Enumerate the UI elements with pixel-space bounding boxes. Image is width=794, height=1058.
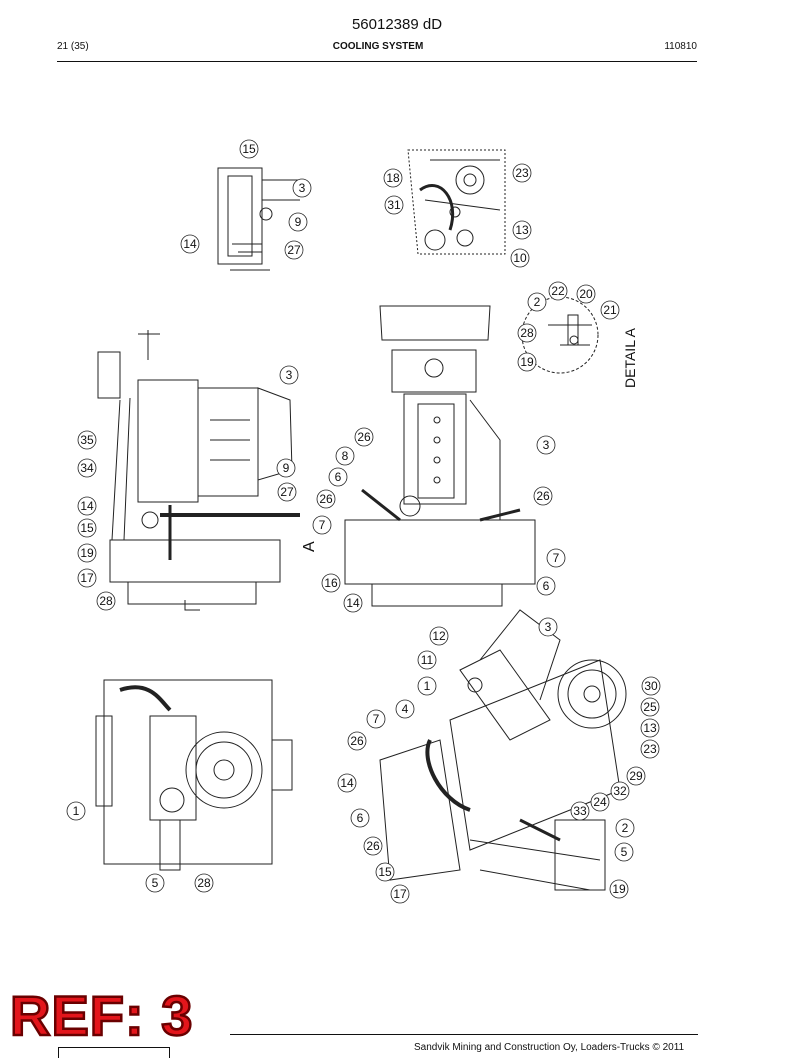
callout-number: 9 — [283, 461, 290, 475]
callout-number: 19 — [80, 546, 94, 560]
callout-number: 17 — [80, 571, 94, 585]
callout-number: 21 — [603, 303, 617, 317]
section-a-label: A — [301, 541, 318, 552]
callout-number: 15 — [242, 142, 256, 156]
section-title: COOLING SYSTEM — [332, 41, 424, 52]
detail-a-label: DETAIL A — [622, 327, 638, 388]
callout-number: 18 — [386, 171, 400, 185]
callout-number: 25 — [643, 700, 657, 714]
callout-number: 14 — [183, 237, 197, 251]
callout-number: 4 — [402, 702, 409, 716]
callout-number: 7 — [319, 518, 326, 532]
callout-number: 26 — [350, 734, 364, 748]
callout-number: 2 — [622, 821, 629, 835]
ref-stamp: REF: 3 — [9, 984, 194, 1047]
callout-number: 14 — [80, 499, 94, 513]
view-detail-a — [521, 296, 599, 374]
callout-number: 12 — [432, 629, 446, 643]
callout-number: 26 — [366, 839, 380, 853]
callout-number: 17 — [393, 887, 407, 901]
callout-number: 34 — [80, 461, 94, 475]
callout-number: 27 — [280, 485, 294, 499]
callout-number: 27 — [287, 243, 301, 257]
callout-balloons — [66, 139, 661, 904]
callout-number: 5 — [621, 845, 628, 859]
callout-number: 1 — [424, 679, 431, 693]
header-rule — [57, 61, 697, 62]
view-front — [95, 679, 293, 871]
callout-number: 8 — [342, 449, 349, 463]
view-side-middle — [344, 305, 536, 607]
document-number: 56012389 dD — [351, 16, 443, 33]
callout-number: 6 — [543, 579, 550, 593]
callout-number: 13 — [515, 223, 529, 237]
footer-rule — [230, 1034, 698, 1035]
callout-number: 3 — [286, 368, 293, 382]
callout-number: 6 — [335, 470, 342, 484]
callout-number: 28 — [520, 326, 534, 340]
callout-number: 3 — [543, 438, 550, 452]
callout-number: 9 — [295, 215, 302, 229]
cooling-system-drawing: 15 3 9 27 14 18 31 23 13 10 2 22 20 21 2… — [66, 139, 661, 904]
callout-number: 24 — [593, 795, 607, 809]
callout-number: 19 — [612, 882, 626, 896]
callout-number: 26 — [319, 492, 333, 506]
callout-number: 14 — [346, 596, 360, 610]
callout-number: 11 — [421, 653, 434, 667]
callout-number: 19 — [520, 355, 534, 369]
document-date: 110810 — [664, 41, 697, 52]
callout-number: 28 — [197, 876, 211, 890]
callout-number: 5 — [152, 876, 159, 890]
callout-number: 28 — [99, 594, 113, 608]
callout-number: 29 — [629, 769, 643, 783]
callout-number: 20 — [579, 287, 593, 301]
callout-number: 22 — [551, 284, 565, 298]
callout-number: 23 — [515, 166, 529, 180]
callout-number: 13 — [643, 721, 657, 735]
callout-number: 7 — [553, 551, 560, 565]
callout-number: 1 — [73, 804, 80, 818]
callout-number: 15 — [378, 865, 392, 879]
view-pump-detail — [407, 149, 506, 255]
callout-number: 10 — [513, 251, 527, 265]
callout-number: 14 — [340, 776, 354, 790]
callout-number: 7 — [373, 712, 380, 726]
callout-number: 32 — [613, 784, 627, 798]
callout-number: 26 — [357, 430, 371, 444]
callout-number: 35 — [80, 433, 94, 447]
view-expansion-tank — [217, 167, 300, 271]
callout-number: 15 — [80, 521, 94, 535]
callout-number: 3 — [545, 620, 552, 634]
view-isometric — [379, 609, 627, 891]
footer-copyright: Sandvik Mining and Construction Oy, Load… — [414, 1042, 685, 1053]
callout-number: 23 — [643, 742, 657, 756]
callout-number: 16 — [324, 576, 338, 590]
callout-number: 31 — [387, 198, 401, 212]
callout-number: 26 — [536, 489, 550, 503]
callout-number: 2 — [534, 295, 541, 309]
callout-number: 33 — [573, 804, 587, 818]
callout-number: 6 — [357, 811, 364, 825]
view-side-left — [97, 330, 300, 611]
callout-numbers: 15 3 9 27 14 18 31 23 13 10 2 22 20 21 2… — [73, 142, 658, 901]
callout-number: 3 — [299, 181, 306, 195]
page-number: 21 (35) — [57, 41, 89, 52]
callout-number: 30 — [644, 679, 658, 693]
